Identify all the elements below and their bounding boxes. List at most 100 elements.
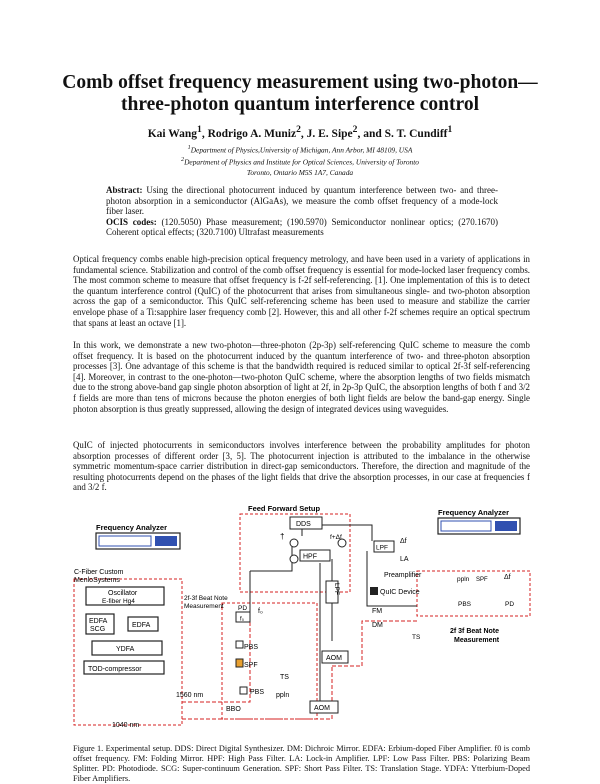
beat-left-line-2: Measurement [184, 603, 224, 610]
ppln-right-label: ppln [457, 576, 470, 583]
author: J. E. Sipe2, and [306, 124, 385, 140]
edfa-label: EDFA [132, 622, 151, 629]
la-label: LA [400, 556, 409, 563]
nm-1560-label: 1560 nm [176, 692, 203, 699]
author: Rodrigo A. Muniz2, [207, 124, 307, 140]
lpf-box [373, 540, 395, 553]
beam-path-main [249, 541, 293, 621]
right-setup-box [416, 570, 531, 617]
dds-box [289, 516, 323, 530]
lpf-vertical-label: LPF [333, 583, 340, 595]
pd-label: PD [238, 605, 247, 612]
affiliation-3: Toronto, Ontario M5S 1A7, Canada [246, 167, 354, 177]
oscillator-line-2: E-fiber Hg4 [102, 598, 135, 605]
edfa-scg-line-2: SCG [90, 626, 105, 633]
title-line-2: three-photon quantum interference contro… [120, 94, 479, 115]
aom-1-box [321, 650, 349, 664]
edfa-scg-line-1: EDFA [89, 618, 108, 625]
beam-path-to-device [332, 620, 417, 667]
pbs-1 [235, 640, 244, 649]
experimental-setup-figure: Feed Forward Setup Frequency Analyzer Fr… [73, 504, 531, 729]
freq-analyzer-left-knobs [155, 536, 177, 546]
ts-label: TS [280, 674, 289, 681]
mixer-center [289, 554, 299, 564]
lpf-label: LPF [376, 545, 388, 552]
beat-note-box [221, 602, 318, 720]
signal-line-right [366, 551, 417, 607]
spf-label: SPF [244, 662, 258, 669]
beam-path-1040 [182, 666, 333, 720]
hpf-label: HPF [303, 554, 317, 561]
signal-line-top [301, 524, 373, 541]
ocis-label: OCIS codes: [106, 216, 157, 227]
lpf-vertical-box [325, 580, 339, 604]
abstract-text: Using the directional photocurrent induc… [106, 185, 498, 217]
ts-right-label: TS [412, 634, 421, 641]
signal-line-aom [319, 559, 333, 701]
spf-filter [235, 658, 244, 668]
hpf-box [299, 549, 331, 562]
paper-title: Comb offset frequency measurement using … [60, 72, 540, 116]
cfiber-line-2: MenloSystems [74, 577, 120, 584]
spf-right-label: SPF [476, 577, 488, 583]
edfa-box [127, 616, 159, 632]
freq-analyzer-left-screen [98, 535, 152, 547]
mixer-right [337, 538, 347, 548]
paragraph-intro: Optical frequency combs enable high-prec… [73, 254, 530, 328]
aom-2-box [309, 700, 339, 714]
aom-2-label: AOM [314, 705, 330, 712]
oscillator-box [85, 586, 165, 606]
beat-left-line-1: 2f-3f Beat Note [184, 595, 228, 602]
ppln-label: ppln [276, 692, 289, 699]
pbs-right-label: PBS [458, 601, 472, 608]
pd-right-label: PD [505, 601, 514, 608]
paragraph-quic: QuIC of injected photocurrents in semico… [73, 440, 530, 493]
laser-source-box [73, 578, 183, 726]
dds-label: DDS [296, 521, 311, 528]
edfa-scg-box [85, 613, 115, 635]
bbo-label: BBO [226, 706, 241, 713]
affiliation-1: 1Department of Physics,University of Mic… [187, 145, 413, 155]
abstract: Abstract: Using the directional photocur… [106, 185, 498, 238]
f0-box-label: f₀ [240, 617, 245, 623]
author: Kai Wang1, [147, 124, 208, 140]
ydfa-label: YDFA [116, 646, 135, 653]
feed-forward-label: Feed Forward Setup [248, 504, 321, 513]
freq-analyzer-right-label: Frequency Analyzer [438, 508, 509, 517]
ocis-text: (120.5050) Phase measurement; (190.5970)… [106, 216, 499, 238]
pbs-1-label: PBS [244, 644, 258, 651]
title-line-1: Comb offset frequency measurement using … [62, 72, 538, 93]
abstract-label: Abstract: [106, 185, 143, 195]
tod-label: TOD-compressor [88, 666, 142, 673]
paragraph-scheme: In this work, we demonstrate a new two-p… [73, 340, 530, 414]
freq-analyzer-right-knobs [495, 521, 517, 531]
quic-device [370, 587, 378, 595]
f0-label: f₀ [258, 608, 263, 615]
preamp-label: Preamplifier [384, 572, 422, 579]
cfiber-line-1: C-Fiber Custom [74, 569, 124, 576]
author-list: Kai Wang1, Rodrigo A. Muniz2, J. E. Sipe… [60, 124, 540, 140]
delta-f-label: Δf [400, 538, 407, 545]
feed-forward-box [239, 513, 351, 593]
beat-right-line-1: 2f 3f Beat Note [450, 628, 499, 635]
author: S. T. Cundiff1 [384, 124, 453, 140]
mixer-left [289, 538, 299, 548]
ydfa-box [91, 640, 163, 656]
oscillator-line-1: Oscillator [108, 590, 138, 597]
freq-analyzer-left-label: Frequency Analyzer [96, 523, 167, 532]
f-plus-delta-f: f+Δf [330, 534, 342, 541]
beat-right-line-2: Measurement [454, 637, 500, 644]
beam-path-1560 [182, 621, 251, 703]
quic-device-label: QuIC Device [380, 589, 420, 596]
freq-analyzer-right-screen [440, 520, 492, 532]
delta-f-right-label: Δf [504, 574, 511, 581]
dagger-mark: † [280, 532, 284, 541]
pbs-2-label: PBS [250, 689, 264, 696]
nm-1040-label: 1040 nm [112, 722, 139, 729]
dm-label: DM [372, 622, 383, 629]
figure-caption: Figure 1. Experimental setup. DDS: Direc… [73, 744, 530, 783]
pd-box [235, 611, 251, 623]
pbs-2 [239, 686, 248, 695]
fm-label: FM [372, 608, 382, 615]
